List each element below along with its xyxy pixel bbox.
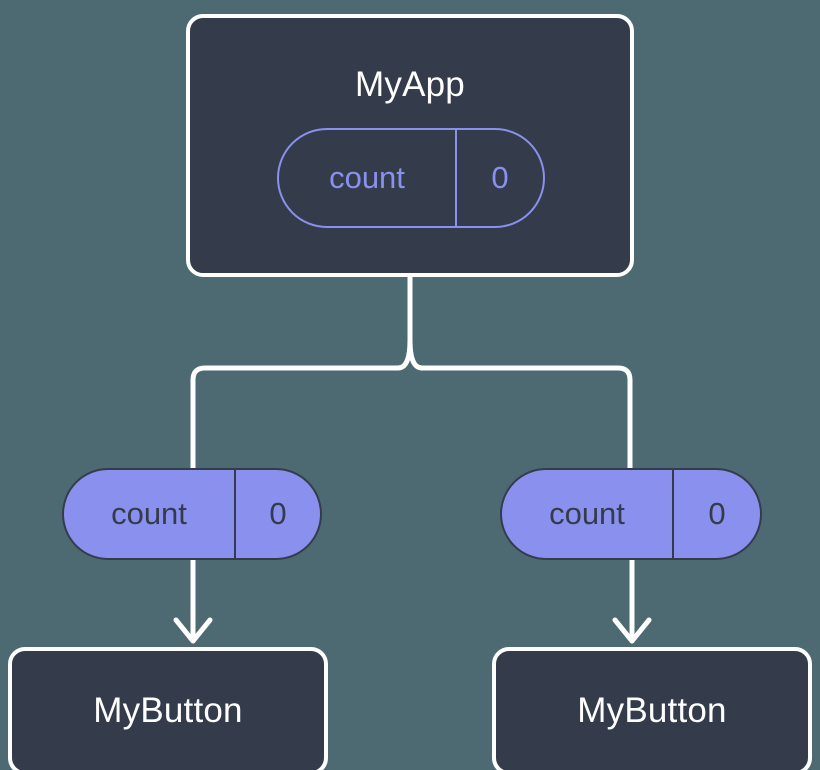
arrow-head-right	[612, 617, 652, 644]
component-label-mybutton-left: MyButton	[93, 691, 243, 730]
component-box-mybutton-right[interactable]: MyButton	[492, 647, 812, 770]
prop-pill-right[interactable]: count 0	[500, 468, 762, 560]
prop-pill-right-key: count	[502, 470, 674, 558]
state-pill-root-key: count	[279, 130, 457, 226]
arrow-head-left	[173, 617, 213, 644]
branch-line-right	[407, 337, 633, 471]
component-label-myapp: MyApp	[355, 65, 465, 104]
prop-pill-right-value: 0	[708, 496, 726, 531]
prop-pill-left[interactable]: count 0	[62, 468, 322, 560]
prop-pill-left-value: 0	[269, 496, 287, 531]
state-pill-root[interactable]: count 0	[277, 128, 545, 228]
prop-pill-left-key: count	[64, 470, 236, 558]
state-pill-root-value: 0	[491, 160, 509, 195]
component-label-mybutton-right: MyButton	[577, 691, 727, 730]
branch-line-left	[190, 337, 413, 471]
component-box-mybutton-left[interactable]: MyButton	[8, 647, 328, 770]
